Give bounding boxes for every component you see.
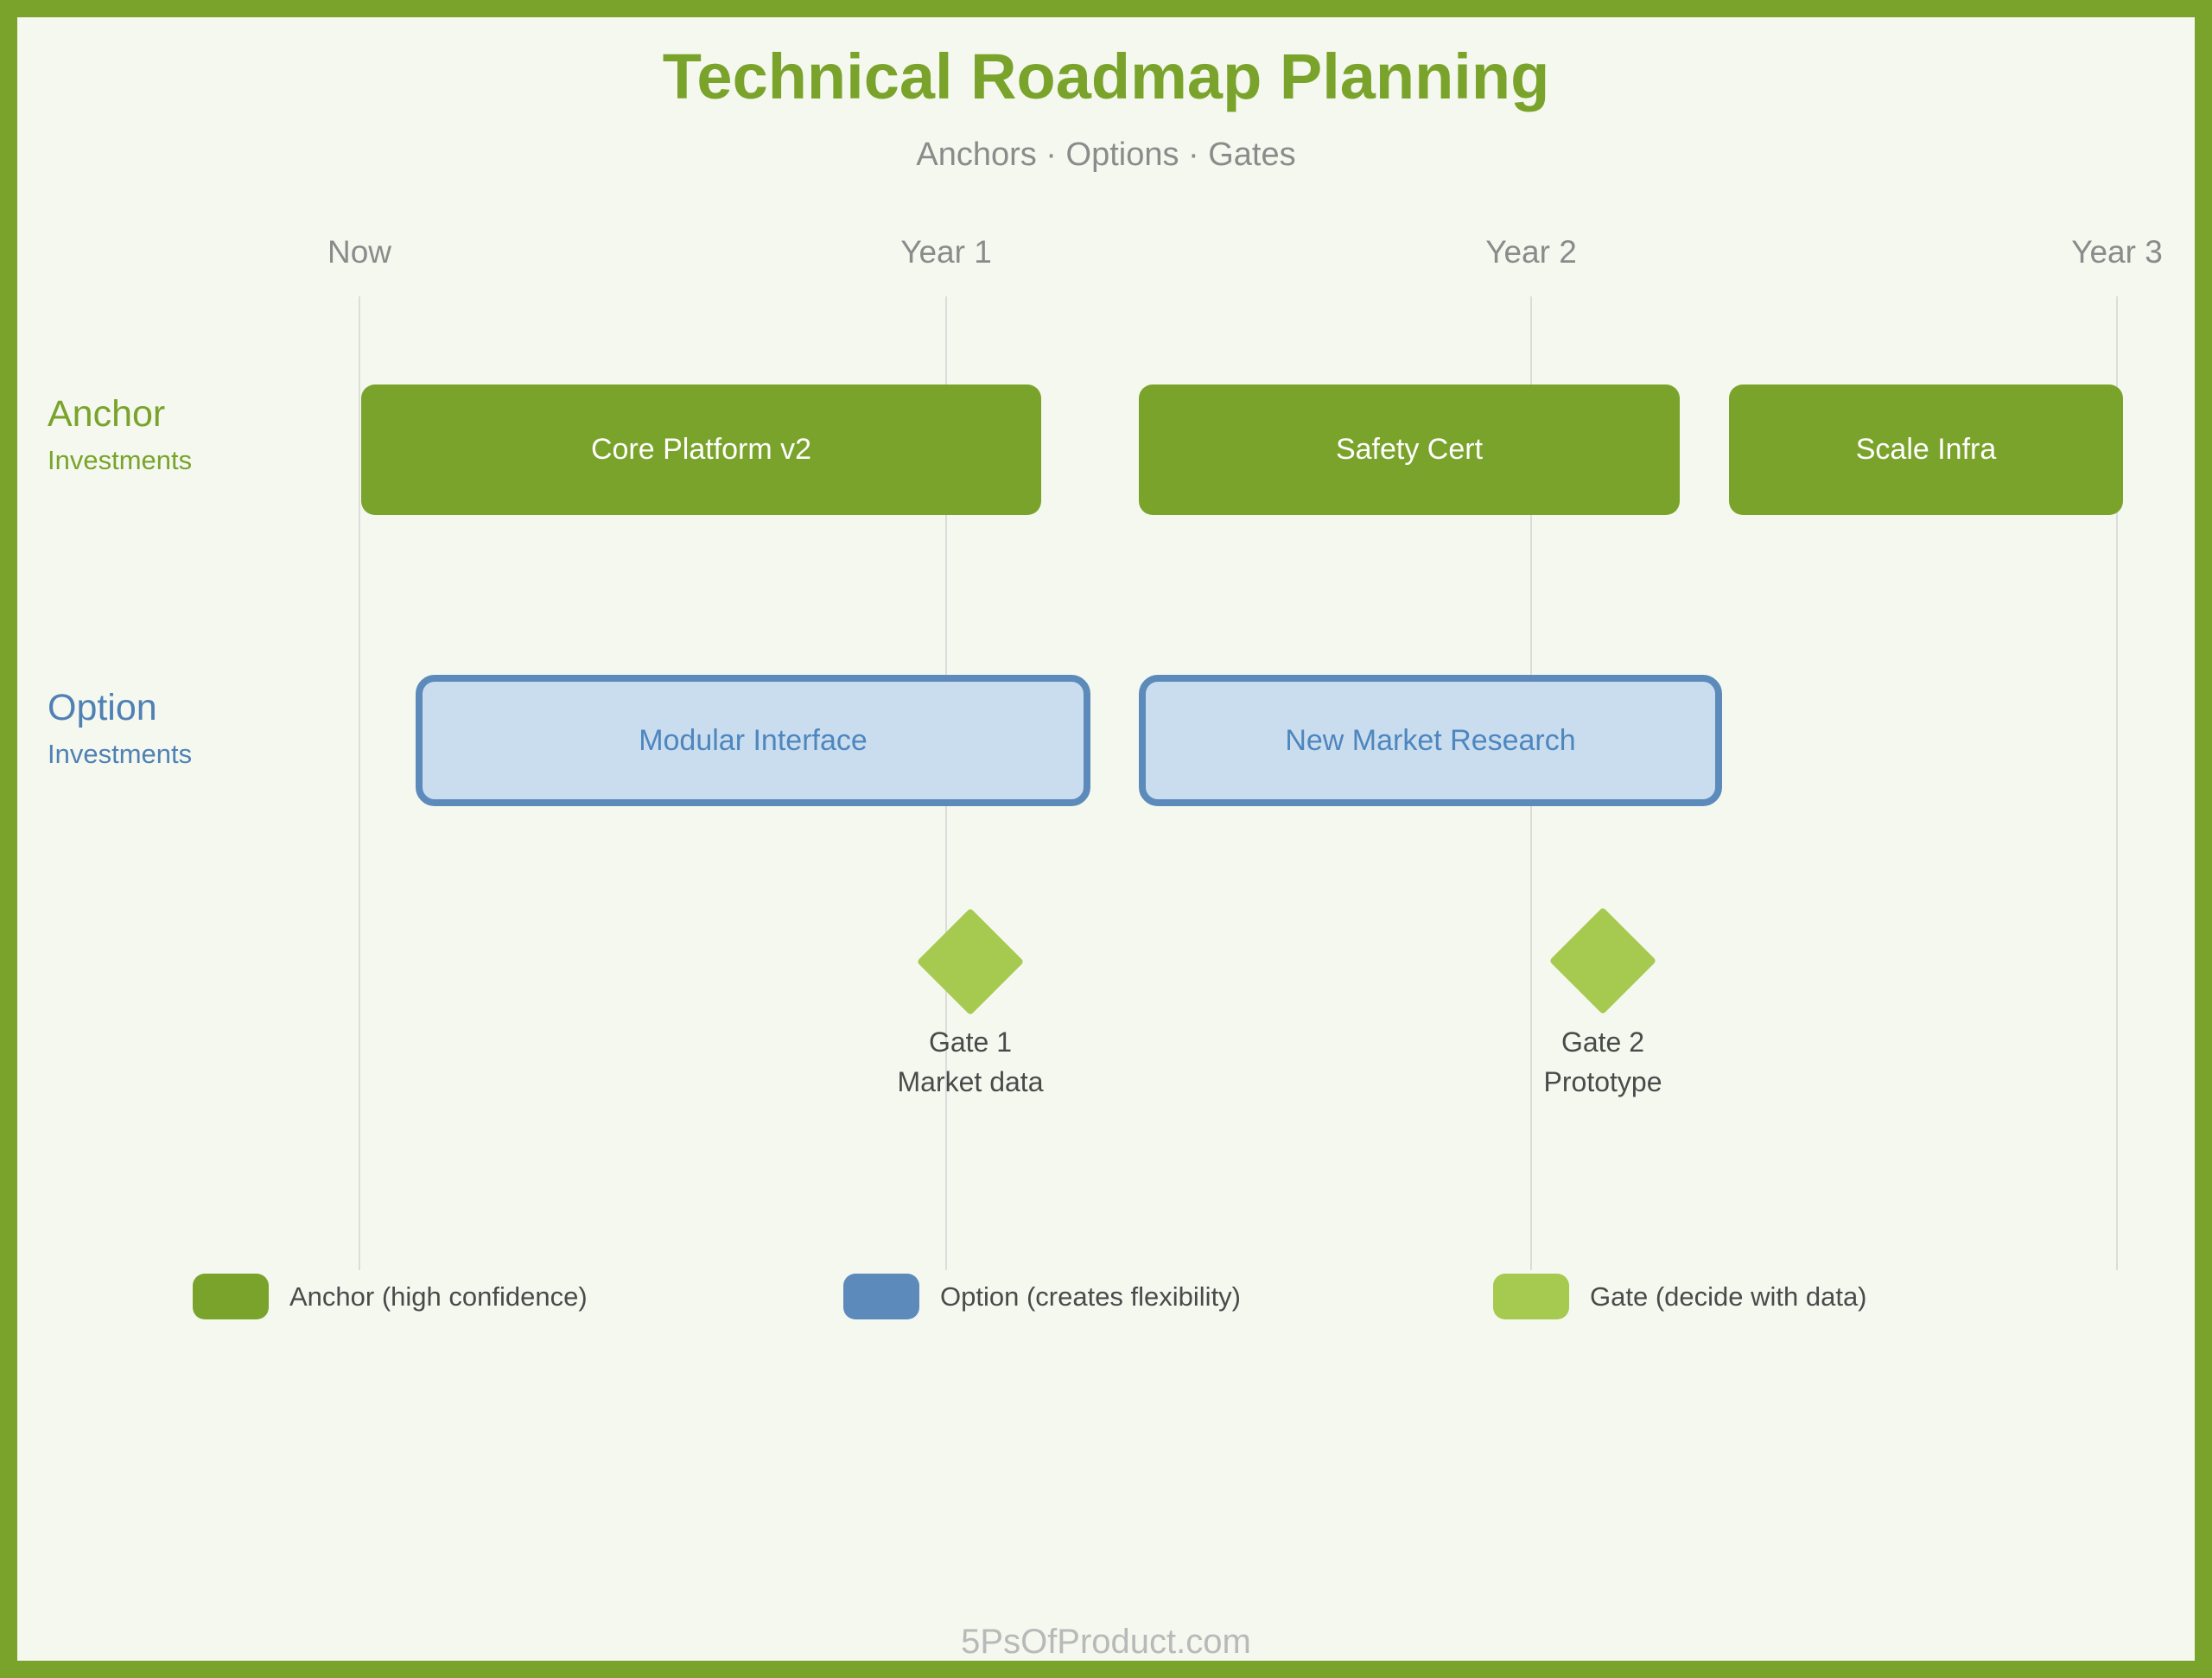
page-title: Technical Roadmap Planning	[662, 41, 1550, 112]
legend-item-gate: Gate (decide with data)	[1493, 1274, 1867, 1319]
anchor-bar-scale-infra: Scale Infra	[1729, 385, 2123, 515]
gate-1-criterion: Market data	[897, 1066, 1044, 1097]
option-row-title: Option	[48, 687, 157, 728]
gate-2-name: Gate 2	[1560, 1027, 1645, 1058]
gridline-year-3	[2116, 296, 2118, 1270]
option-bar-new-market-research: New Market Research	[1139, 675, 1722, 806]
gate-2-diamond-icon	[1548, 906, 1657, 1015]
gridline-now	[359, 296, 360, 1270]
timeline-label-now: Now	[327, 234, 392, 270]
anchor-row-subtitle: Investments	[48, 445, 193, 475]
page-subtitle: Anchors · Options · Gates	[916, 137, 1296, 173]
legend-option-label: Option (creates flexibility)	[940, 1281, 1242, 1312]
gate-1-name: Gate 1	[928, 1027, 1013, 1058]
option-bar-modular-interface: Modular Interface	[416, 675, 1090, 806]
legend-item-anchor: Anchor (high confidence)	[193, 1274, 588, 1319]
legend-anchor-swatch-icon	[193, 1274, 269, 1319]
anchor-row-title: Anchor	[48, 393, 166, 435]
option-row-subtitle: Investments	[48, 739, 193, 769]
timeline-label-year-1: Year 1	[900, 234, 992, 270]
legend-anchor-label: Anchor (high confidence)	[289, 1281, 588, 1312]
timeline-label-year-3: Year 3	[2071, 234, 2163, 270]
anchor-bar-core-platform-v2: Core Platform v2	[361, 385, 1041, 515]
legend-item-option: Option (creates flexibility)	[843, 1274, 1241, 1319]
legend-gate-swatch-icon	[1493, 1274, 1569, 1319]
legend-option-swatch-icon	[843, 1274, 919, 1319]
footer-watermark: 5PsOfProduct.com	[961, 1623, 1251, 1661]
gate-2-criterion: Prototype	[1543, 1066, 1662, 1097]
gate-1-diamond-icon	[916, 907, 1025, 1016]
timeline-label-year-2: Year 2	[1485, 234, 1577, 270]
legend-gate-label: Gate (decide with data)	[1590, 1281, 1867, 1312]
anchor-bar-safety-cert: Safety Cert	[1139, 385, 1680, 515]
